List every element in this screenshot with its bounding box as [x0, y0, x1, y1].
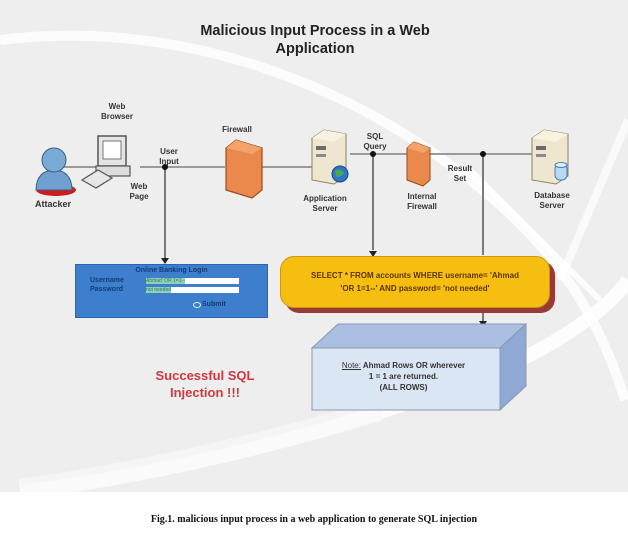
username-field[interactable]: Ahmad' OR 1=1-- [146, 278, 239, 284]
label-web-browser: Web Browser [100, 102, 133, 121]
username-value: Ahmad' OR 1=1-- [146, 278, 185, 284]
connector-sql-query-down [372, 155, 374, 250]
attacker-icon [35, 147, 76, 196]
arrow-to-login [161, 258, 169, 264]
label-web-page: Web Page [129, 182, 149, 201]
note-box-shape [310, 322, 528, 412]
note-line-3: (ALL ROWS) [379, 383, 428, 392]
figure-caption: Fig.1. malicious input process in a web … [150, 514, 478, 525]
firewall-icon [225, 139, 263, 199]
label-application-server: Application Server [303, 194, 347, 213]
title-line-1: Malicious Input Process in a Web [200, 23, 430, 39]
note-line-2: 1 = 1 are returned. [368, 372, 439, 381]
successful-sql-injection-text: Successful SQL Injection !!! [140, 367, 270, 401]
login-form-title: Online Banking Login [135, 267, 208, 274]
connector-attacker-browser [58, 166, 103, 168]
internal-firewall-icon [406, 141, 431, 187]
connector-browser-firewall [140, 166, 225, 168]
database-server-icon [531, 129, 569, 185]
diagram-title: Malicious Input Process in a Web Applica… [150, 22, 480, 58]
sql-statement-box: SELECT * FROM accounts WHERE username= '… [280, 256, 550, 308]
submit-button[interactable]: Submit [202, 301, 226, 308]
label-firewall: Firewall [222, 125, 252, 134]
submit-icon [193, 302, 201, 308]
junction-sql-query [370, 151, 376, 157]
title-line-2: Application [275, 41, 355, 57]
label-database-server: Database Server [534, 191, 570, 210]
sql-line-2: 'OR 1=1--' AND password= 'not needed' [340, 284, 490, 293]
background-swoosh [0, 30, 628, 492]
success-line-1: Successful SQL [155, 368, 255, 383]
note-box: Note: Ahmad Rows OR wherever 1 = 1 are r… [312, 348, 495, 410]
connector-appserver-internal-firewall [350, 153, 410, 155]
password-label: Password [90, 286, 124, 293]
sql-line-1: SELECT * FROM accounts WHERE username= '… [311, 271, 519, 280]
connector-sql-to-note [482, 312, 484, 322]
note-line-1: Ahmad Rows OR wherever [360, 361, 466, 370]
connector-user-input-down [164, 168, 166, 260]
label-sql-query: SQL Query [363, 132, 387, 151]
arrow-to-sql-box [369, 251, 377, 257]
application-server-icon [311, 129, 349, 185]
success-line-2: Injection !!! [169, 385, 241, 400]
connector-result-set-down [482, 155, 484, 255]
password-value: not needed [146, 287, 172, 293]
password-field[interactable]: not needed [146, 287, 239, 293]
note-prefix: Note: [341, 361, 361, 370]
username-label: Username [90, 277, 124, 284]
junction-result-set [480, 151, 486, 157]
label-internal-firewall: Internal Firewall [407, 192, 437, 211]
junction-user-input [162, 164, 168, 170]
connector-firewall-appserver [262, 166, 312, 168]
diagram-canvas: Malicious Input Process in a Web Applica… [0, 0, 628, 492]
label-result-set: Result Set [447, 164, 473, 183]
online-banking-login-form: Online Banking Login Username Ahmad' OR … [75, 264, 268, 318]
label-attacker: Attacker [34, 199, 72, 209]
computer-icon [80, 135, 131, 189]
label-user-input: User Input [159, 147, 179, 166]
